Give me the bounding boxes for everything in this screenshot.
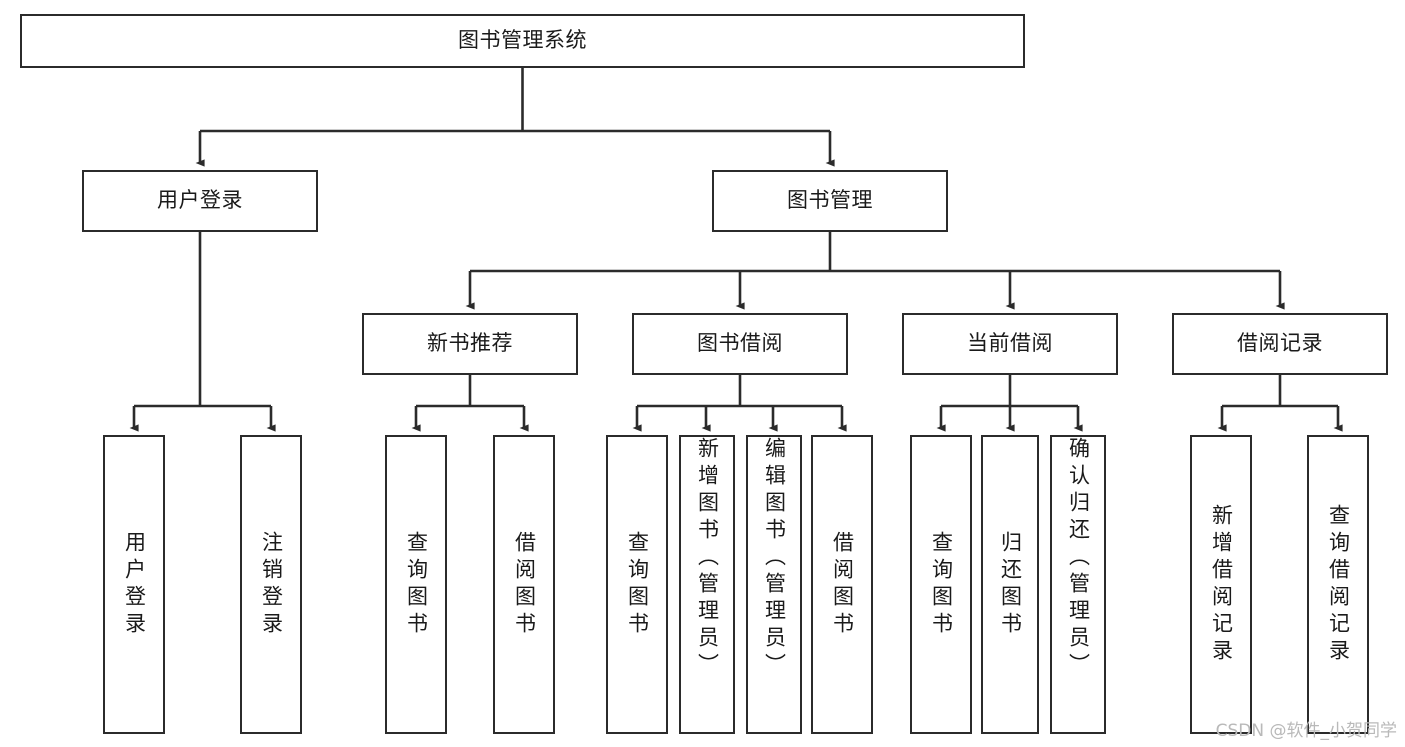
node-root-book-management-system[interactable]: 图书管理系统 [20, 14, 1025, 68]
node-leaf-query-book-borrow-label: 查询图书 [625, 530, 650, 639]
node-leaf-confirm-return-admin[interactable]: 确认归还（管理员） [1050, 435, 1106, 734]
node-leaf-query-book-recommend-label: 查询图书 [404, 530, 429, 639]
node-root-label: 图书管理系统 [458, 28, 587, 53]
node-user-login-label: 用户登录 [157, 188, 243, 213]
node-leaf-return-book-label: 归还图书 [998, 530, 1023, 639]
node-leaf-edit-book-admin-label: 编辑图书（管理员） [762, 437, 787, 680]
node-leaf-borrow-book-recommend-label: 借阅图书 [512, 530, 537, 639]
node-leaf-query-borrow-record[interactable]: 查询借阅记录 [1307, 435, 1369, 734]
node-leaf-add-book-admin[interactable]: 新增图书（管理员） [679, 435, 735, 734]
node-book-borrow-label: 图书借阅 [697, 331, 783, 356]
node-leaf-query-book-current[interactable]: 查询图书 [910, 435, 972, 734]
node-book-borrow[interactable]: 图书借阅 [632, 313, 848, 375]
node-book-management[interactable]: 图书管理 [712, 170, 948, 232]
node-new-book-recommend[interactable]: 新书推荐 [362, 313, 578, 375]
node-leaf-borrow-book-recommend[interactable]: 借阅图书 [493, 435, 555, 734]
node-leaf-add-borrow-record[interactable]: 新增借阅记录 [1190, 435, 1252, 734]
node-leaf-confirm-return-admin-label: 确认归还（管理员） [1066, 437, 1091, 680]
node-leaf-add-borrow-record-label: 新增借阅记录 [1209, 503, 1234, 666]
node-borrow-record[interactable]: 借阅记录 [1172, 313, 1388, 375]
node-leaf-query-book-borrow[interactable]: 查询图书 [606, 435, 668, 734]
node-leaf-borrow-book-borrow[interactable]: 借阅图书 [811, 435, 873, 734]
node-current-borrow[interactable]: 当前借阅 [902, 313, 1118, 375]
node-leaf-user-login-label: 用户登录 [122, 530, 147, 639]
node-leaf-edit-book-admin[interactable]: 编辑图书（管理员） [746, 435, 802, 734]
node-leaf-borrow-book-borrow-label: 借阅图书 [830, 530, 855, 639]
node-leaf-logout[interactable]: 注销登录 [240, 435, 302, 734]
node-leaf-query-borrow-record-label: 查询借阅记录 [1326, 503, 1351, 666]
node-leaf-logout-label: 注销登录 [259, 530, 284, 639]
node-borrow-record-label: 借阅记录 [1237, 331, 1323, 356]
node-leaf-query-book-recommend[interactable]: 查询图书 [385, 435, 447, 734]
node-leaf-user-login[interactable]: 用户登录 [103, 435, 165, 734]
node-leaf-return-book[interactable]: 归还图书 [981, 435, 1039, 734]
node-book-management-label: 图书管理 [787, 188, 873, 213]
node-leaf-query-book-current-label: 查询图书 [929, 530, 954, 639]
node-new-book-recommend-label: 新书推荐 [427, 331, 513, 356]
node-leaf-add-book-admin-label: 新增图书（管理员） [695, 437, 720, 680]
node-user-login[interactable]: 用户登录 [82, 170, 318, 232]
csdn-watermark: CSDN @软件_小贺同学 [1215, 721, 1397, 741]
node-current-borrow-label: 当前借阅 [967, 331, 1053, 356]
